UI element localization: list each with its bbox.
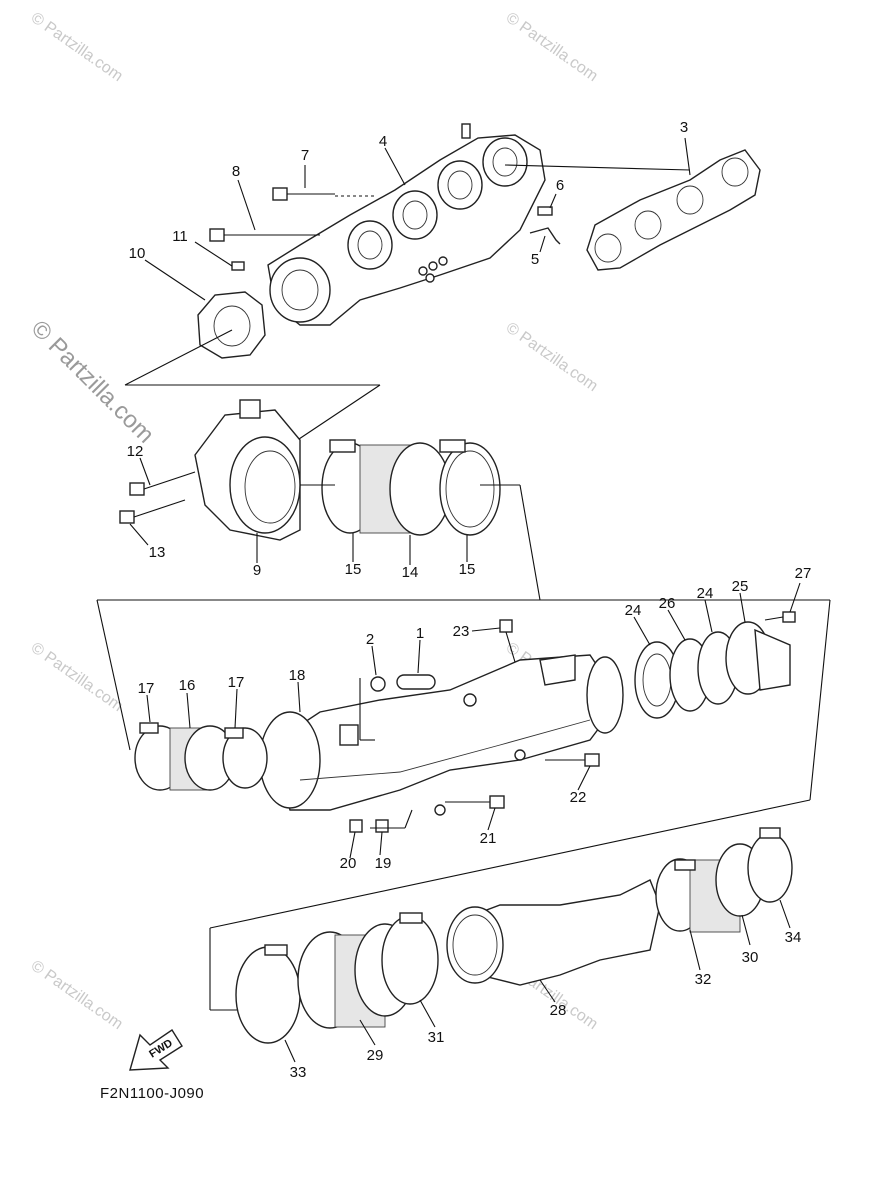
callout-1: 1 xyxy=(416,625,424,642)
watermark-main: © Partzilla.com xyxy=(26,315,159,448)
callout-3: 3 xyxy=(680,119,688,136)
callout-16: 16 xyxy=(179,677,196,694)
section-border-middle xyxy=(96,599,831,1011)
right-cluster xyxy=(634,611,796,719)
callout-13: 13 xyxy=(149,544,166,561)
callout-21: 21 xyxy=(480,830,497,847)
exhaust-manifold xyxy=(267,123,546,326)
callout-labels: 1 2 3 4 5 6 7 8 9 10 11 12 13 14 15 15 1… xyxy=(127,119,812,1081)
callout-27: 27 xyxy=(795,565,812,582)
callout-leaders xyxy=(129,137,801,1063)
callout-12: 12 xyxy=(127,443,144,460)
callout-15b: 15 xyxy=(459,561,476,578)
exhaust-elbow xyxy=(194,399,301,541)
callout-6: 6 xyxy=(556,177,564,194)
callout-28: 28 xyxy=(550,1002,567,1019)
callout-33: 33 xyxy=(290,1064,307,1081)
callout-34: 34 xyxy=(785,929,802,946)
callout-10: 10 xyxy=(129,245,146,262)
manifold-gasket xyxy=(586,149,761,271)
callout-2: 2 xyxy=(366,631,374,648)
callout-14: 14 xyxy=(402,564,419,581)
callout-31: 31 xyxy=(428,1029,445,1046)
callout-29: 29 xyxy=(367,1047,384,1064)
watermark-text: © Partzilla.com xyxy=(28,9,126,85)
bottom-pipe xyxy=(446,879,661,986)
callout-7: 7 xyxy=(301,147,309,164)
callout-32: 32 xyxy=(695,971,712,988)
manifold-bolts xyxy=(209,187,561,271)
callout-24a: 24 xyxy=(625,602,642,619)
hose-and-clamps xyxy=(300,439,541,601)
diagram-code: F2N1100-J090 xyxy=(100,1085,204,1102)
callout-20: 20 xyxy=(340,855,357,872)
callout-9: 9 xyxy=(253,562,261,579)
callout-30: 30 xyxy=(742,949,759,966)
watermark-text: © Partzilla.com xyxy=(28,639,126,715)
callout-24b: 24 xyxy=(697,585,714,602)
watermark-text: © Partzilla.com xyxy=(503,319,601,395)
callout-15a: 15 xyxy=(345,561,362,578)
elbow-bolts xyxy=(119,471,196,524)
callout-25: 25 xyxy=(732,578,749,595)
callout-22: 22 xyxy=(570,789,587,806)
callout-5: 5 xyxy=(531,251,539,268)
callout-19: 19 xyxy=(375,855,392,872)
left-clamps xyxy=(134,722,268,791)
callout-4: 4 xyxy=(379,133,387,150)
muffler-pipe xyxy=(259,654,624,816)
fwd-arrow-icon: FWD xyxy=(129,1029,183,1071)
callout-11: 11 xyxy=(172,228,188,245)
callout-8: 8 xyxy=(232,163,240,180)
callout-18: 18 xyxy=(289,667,306,684)
bottom-hoses xyxy=(235,827,793,1044)
small-fittings xyxy=(349,619,600,833)
callout-23: 23 xyxy=(453,623,470,640)
callout-17a: 17 xyxy=(138,680,155,697)
callout-26: 26 xyxy=(659,595,676,612)
callout-17b: 17 xyxy=(228,674,245,691)
watermark-text: © Partzilla.com xyxy=(28,957,126,1033)
watermark-text: © Partzilla.com xyxy=(503,9,601,85)
pipe-gasket xyxy=(197,291,266,359)
leader-lines-top xyxy=(124,164,691,446)
